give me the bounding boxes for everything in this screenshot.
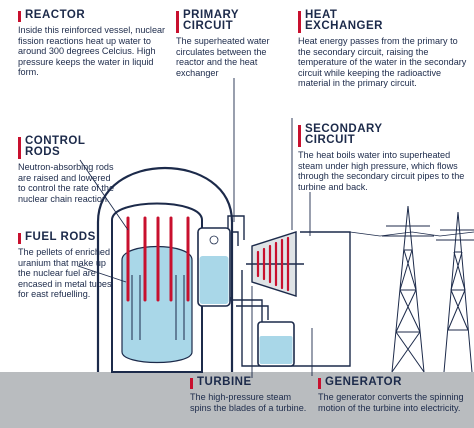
secondary-circuit-title: SECONDARY CIRCUIT — [305, 123, 383, 146]
containment-dome — [96, 167, 234, 372]
secondary-circuit-pipes — [227, 215, 351, 367]
generator-unit — [257, 321, 295, 367]
control-rods-block: CONTROL RODS Neutron-absorbing rods are … — [18, 135, 118, 204]
ground-strip — [0, 372, 474, 428]
turbine — [246, 231, 304, 297]
fuel-rods-title: FUEL RODS — [25, 231, 96, 243]
control-rods — [126, 216, 190, 302]
generator-title: GENERATOR — [325, 376, 402, 388]
secondary-circuit-text: The heat boils water into superheated st… — [298, 150, 465, 192]
reactor-title: REACTOR — [25, 9, 86, 21]
secondary-circuit-block: SECONDARY CIRCUIT The heat boils water i… — [298, 123, 470, 192]
pylon-left — [382, 205, 434, 373]
heat-exchanger-block: HEAT EXCHANGER Heat energy passes from t… — [298, 9, 472, 89]
turbine-text: The high-pressure steam spins the blades… — [190, 392, 307, 413]
pylon-right — [436, 211, 474, 373]
turbine-block: TURBINE The high-pressure steam spins th… — [190, 376, 310, 413]
reactor-block: REACTOR Inside this reinforced vessel, n… — [18, 9, 176, 78]
heat-exchanger-tank — [197, 227, 231, 307]
primary-circuit-block: PRIMARY CIRCUIT The superheated water ci… — [176, 9, 284, 78]
reactor-text: Inside this reinforced vessel, nuclear f… — [18, 25, 166, 78]
primary-circuit-text: The superheated water circulates between… — [176, 36, 270, 78]
generator-text: The generator converts the spinning moti… — [318, 392, 464, 413]
generator-block: GENERATOR The generator converts the spi… — [318, 376, 472, 413]
fuel-rods — [131, 275, 185, 340]
turbine-title: TURBINE — [197, 376, 252, 388]
fuel-rods-block: FUEL RODS The pellets of enriched uraniu… — [18, 231, 118, 300]
leader-lines — [77, 78, 313, 378]
fuel-rods-text: The pellets of enriched uranium that mak… — [18, 247, 112, 300]
control-rods-text: Neutron-absorbing rods are raised and lo… — [18, 162, 115, 204]
heat-exchanger-text: Heat energy passes from the primary to t… — [298, 36, 467, 89]
control-rods-title: CONTROL RODS — [25, 135, 86, 158]
primary-circuit-title: PRIMARY CIRCUIT — [183, 9, 240, 32]
heat-exchanger-title: HEAT EXCHANGER — [305, 9, 383, 32]
transmission-line — [349, 231, 474, 237]
